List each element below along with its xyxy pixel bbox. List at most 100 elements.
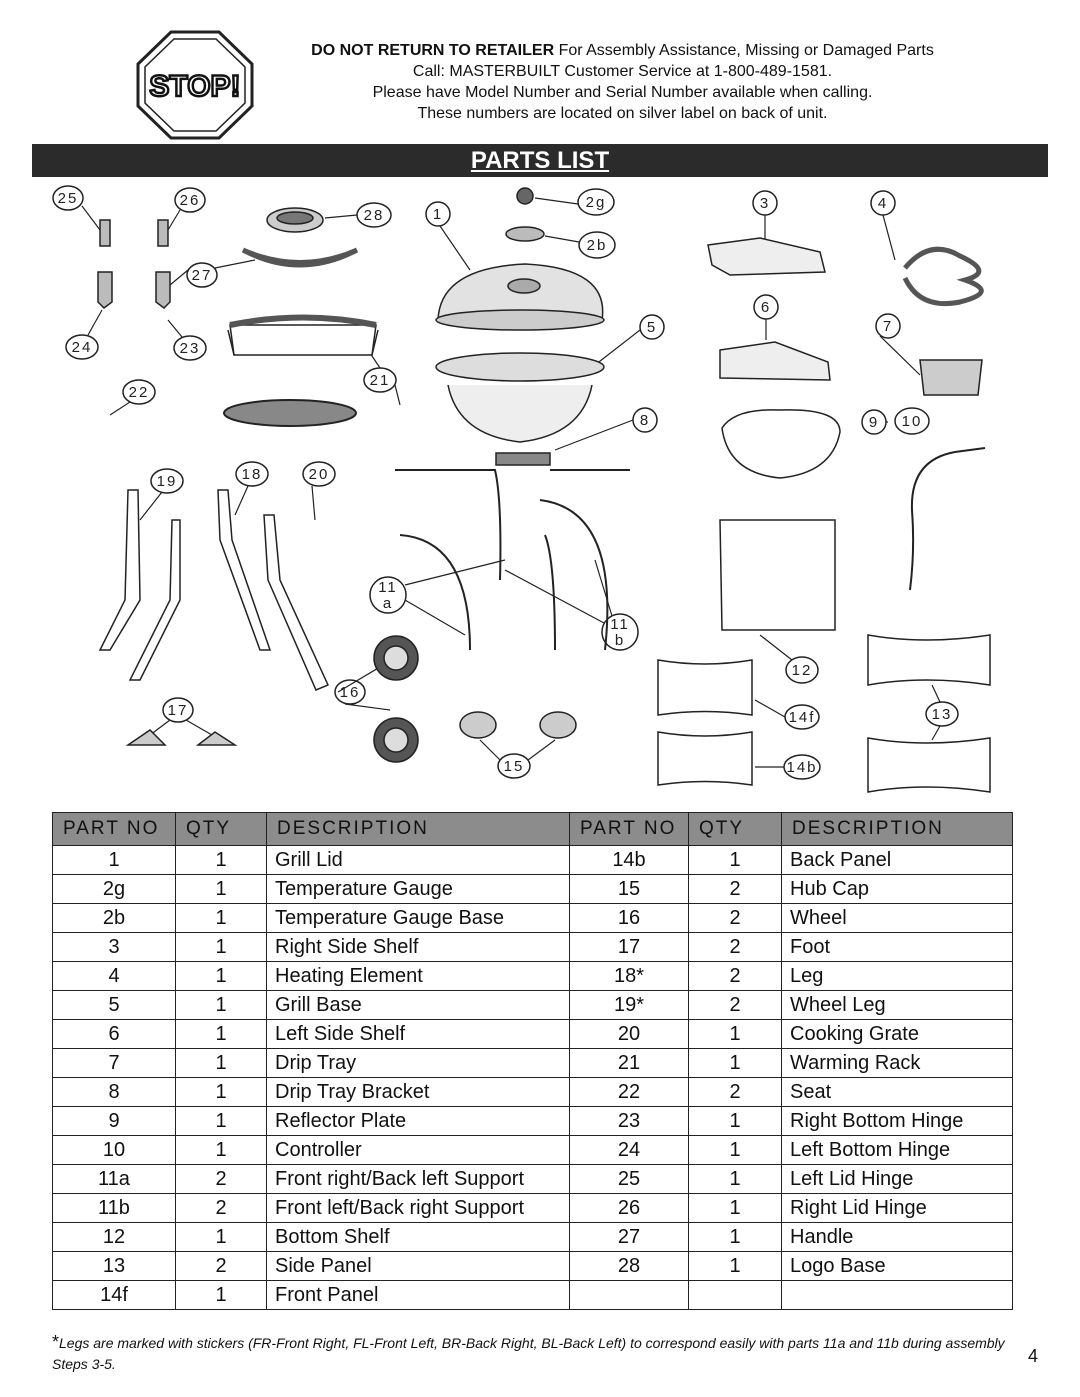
svg-text:23: 23	[180, 340, 201, 357]
part-no-cell	[569, 1280, 689, 1310]
callout-2g: 2g	[577, 188, 615, 216]
svg-text:5: 5	[647, 319, 657, 336]
svg-text:19: 19	[157, 473, 178, 490]
description-cell: Cooking Grate	[781, 1019, 1013, 1049]
description-cell: Front Panel	[266, 1280, 570, 1310]
qty-cell	[688, 1280, 782, 1310]
part-no-cell: 2b	[52, 903, 176, 933]
support-arch-parts	[395, 469, 630, 651]
svg-text:15: 15	[504, 758, 525, 775]
svg-text:18: 18	[242, 466, 263, 483]
part-no-cell: 20	[569, 1019, 689, 1049]
callout-10: 10	[894, 407, 930, 435]
heating-element-part	[902, 246, 984, 307]
side-panel-part-2	[867, 737, 991, 793]
callout-21: 21	[363, 367, 397, 393]
callout-4: 4	[870, 190, 896, 216]
qty-cell: 1	[175, 1135, 267, 1165]
col-header-qty-2: QTY	[688, 812, 782, 846]
drip-tray-part	[919, 359, 983, 396]
svg-text:13: 13	[932, 706, 953, 723]
qty-cell: 2	[688, 961, 782, 991]
qty-cell: 2	[688, 1077, 782, 1107]
callout-19: 19	[150, 468, 184, 494]
col-header-description: DESCRIPTION	[266, 812, 570, 846]
svg-text:20: 20	[309, 466, 330, 483]
part-no-cell: 6	[52, 1019, 176, 1049]
part-no-cell: 28	[569, 1251, 689, 1281]
description-cell: Front right/Back left Support	[266, 1164, 570, 1194]
qty-cell: 2	[688, 874, 782, 904]
qty-cell: 1	[175, 932, 267, 962]
part-no-cell: 17	[569, 932, 689, 962]
qty-cell: 1	[688, 845, 782, 875]
qty-cell: 1	[175, 1106, 267, 1136]
callout-22: 22	[122, 379, 156, 405]
col-header-description-2: DESCRIPTION	[781, 812, 1013, 846]
description-cell: Left Bottom Hinge	[781, 1135, 1013, 1165]
description-cell: Front left/Back right Support	[266, 1193, 570, 1223]
svg-text:a: a	[383, 595, 393, 612]
leg-parts	[98, 489, 330, 691]
stop-sign-icon: STOP!	[136, 30, 254, 140]
notice-warning: DO NOT RETURN TO RETAILER	[311, 42, 555, 59]
callout-11a: 11a	[369, 576, 407, 614]
svg-text:2b: 2b	[587, 237, 608, 254]
legs-footnote: *Legs are marked with stickers (FR-Front…	[52, 1332, 1012, 1375]
callout-16: 16	[334, 679, 366, 705]
handle-part	[241, 247, 359, 268]
qty-cell: 1	[688, 1135, 782, 1165]
callout-14b: 14b	[783, 754, 821, 780]
part-no-cell: 10	[52, 1135, 176, 1165]
qty-cell: 2	[175, 1251, 267, 1281]
part-no-cell: 4	[52, 961, 176, 991]
svg-text:27: 27	[192, 267, 213, 284]
svg-text:14f: 14f	[789, 709, 816, 726]
drip-tray-bracket-part	[495, 452, 551, 466]
callout-8: 8	[632, 407, 658, 433]
callout-6: 6	[753, 294, 779, 320]
callout-28: 28	[356, 202, 392, 228]
callout-14f: 14f	[784, 704, 820, 730]
reflector-plate-part	[721, 409, 841, 479]
description-cell: Wheel	[781, 903, 1013, 933]
part-no-cell: 13	[52, 1251, 176, 1281]
callout-5: 5	[639, 314, 665, 340]
callout-26: 26	[174, 187, 206, 213]
qty-cell: 1	[175, 845, 267, 875]
notice-line3: Please have Model Number and Serial Numb…	[372, 84, 873, 101]
qty-cell: 1	[175, 1077, 267, 1107]
part-no-cell: 22	[569, 1077, 689, 1107]
description-cell: Temperature Gauge	[266, 874, 570, 904]
qty-cell: 1	[175, 874, 267, 904]
part-no-cell: 12	[52, 1222, 176, 1252]
callout-13: 13	[925, 701, 959, 727]
description-cell: Right Side Shelf	[266, 932, 570, 962]
description-cell: Controller	[266, 1135, 570, 1165]
part-no-cell: 11b	[52, 1193, 176, 1223]
back-panel-part	[657, 731, 753, 786]
svg-text:17: 17	[168, 702, 189, 719]
side-panel-part	[867, 634, 991, 686]
callout-23: 23	[173, 335, 207, 361]
qty-cell: 1	[175, 1048, 267, 1078]
callout-9: 9	[861, 409, 887, 435]
svg-text:4: 4	[878, 195, 888, 212]
callout-12: 12	[785, 656, 819, 684]
qty-cell: 2	[175, 1164, 267, 1194]
svg-text:14b: 14b	[786, 759, 817, 776]
bottom-shelf-part	[719, 519, 836, 631]
description-cell	[781, 1280, 1013, 1310]
description-cell: Right Bottom Hinge	[781, 1106, 1013, 1136]
qty-cell: 2	[688, 932, 782, 962]
part-no-cell: 1	[52, 845, 176, 875]
qty-cell: 1	[688, 1164, 782, 1194]
notice-line4: These numbers are located on silver labe…	[417, 105, 828, 122]
